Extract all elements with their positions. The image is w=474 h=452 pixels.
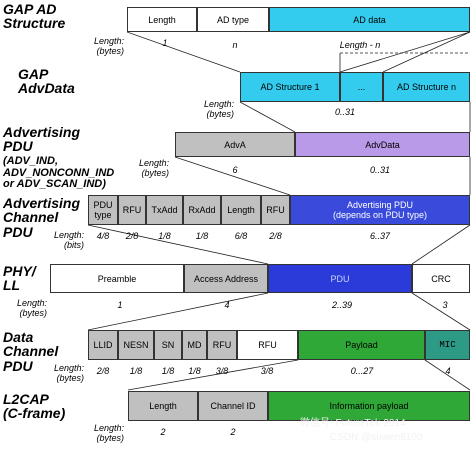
value-advdata: 0..31 bbox=[334, 107, 356, 117]
value-access-address: 4 bbox=[224, 300, 230, 310]
value-crc: 3 bbox=[442, 300, 448, 310]
field-rfu-2: RFU bbox=[261, 195, 290, 225]
field-information-payload: Information payload bbox=[268, 391, 470, 421]
value-ad-data: Length - n bbox=[339, 40, 381, 50]
field-sn: SN bbox=[154, 330, 182, 360]
value-preamble: 1 bbox=[117, 300, 123, 310]
value-pdu-type: 4/8 bbox=[96, 231, 110, 241]
connector-line bbox=[424, 359, 471, 391]
length-label: Length: (bytes) bbox=[53, 363, 84, 383]
length-label: Length: (bytes) bbox=[203, 99, 234, 119]
value-sn: 1/8 bbox=[161, 366, 175, 376]
length-label: Length: (bytes) bbox=[16, 298, 47, 318]
value-nesn: 1/8 bbox=[129, 366, 143, 376]
field-pdu: PDU bbox=[268, 264, 412, 293]
value-channel-id: 2 bbox=[230, 427, 236, 437]
connector-line bbox=[239, 101, 296, 133]
field-ellipsis: ... bbox=[340, 72, 383, 102]
value-rfu: 2/8 bbox=[125, 231, 139, 241]
connector-line bbox=[174, 156, 291, 196]
value-rxadd: 1/8 bbox=[195, 231, 209, 241]
value-length: 1 bbox=[162, 38, 168, 48]
field-md: MD bbox=[182, 330, 207, 360]
field-ad-structure-n: AD Structure n bbox=[383, 72, 470, 102]
length-label: Length: (bytes) bbox=[93, 36, 124, 56]
field-access-address: Access Address bbox=[184, 264, 268, 293]
connector-line bbox=[411, 224, 471, 265]
connector-line bbox=[382, 31, 471, 73]
field-length: Length bbox=[127, 7, 197, 32]
watermark-wechat: 微信号: FutureTek-2014 bbox=[300, 418, 406, 429]
field-pdu-type: PDU type bbox=[88, 195, 118, 225]
value-rfu-2: 3/8 bbox=[260, 366, 274, 376]
value-payload: 0...27 bbox=[350, 366, 374, 376]
field-rfu: RFU bbox=[207, 330, 237, 360]
section-title-gap-ad-structure: GAP AD Structure bbox=[3, 1, 66, 32]
length-label: Length: (bytes) bbox=[93, 423, 124, 443]
connector-line bbox=[411, 292, 471, 331]
value-mic: 4 bbox=[445, 366, 451, 376]
field-rxadd: RxAdd bbox=[183, 195, 221, 225]
value-ad-type: n bbox=[232, 40, 238, 50]
connector-line bbox=[339, 31, 471, 73]
field-advdata: AdvData bbox=[295, 132, 470, 157]
field-mic: MIC bbox=[425, 330, 470, 360]
field-payload: Payload bbox=[298, 330, 425, 360]
field-preamble: Preamble bbox=[50, 264, 184, 293]
value-llid: 2/8 bbox=[96, 366, 110, 376]
field-rfu-2: RFU bbox=[237, 330, 298, 360]
field-ad-type: AD type bbox=[197, 7, 269, 32]
field-adva: AdvA bbox=[175, 132, 295, 157]
value-rfu-2: 2/8 bbox=[269, 231, 282, 241]
section-title-gap-advdata: GAP AdvData bbox=[18, 66, 75, 97]
section-subtitle-advertising-pdu: (ADV_IND, ADV_NONCONN_IND or ADV_SCAN_IN… bbox=[3, 155, 115, 191]
field-ad-data: AD data bbox=[269, 7, 470, 32]
field-length: Length bbox=[128, 391, 198, 421]
field-rfu: RFU bbox=[118, 195, 146, 225]
value-pdu: 2..39 bbox=[331, 300, 353, 310]
value-length: 6/8 bbox=[234, 231, 248, 241]
section-title-phy-ll: PHY/ LL bbox=[3, 263, 36, 294]
connector-line bbox=[87, 292, 269, 331]
watermark-csdn: CSDN @suwen8100 bbox=[330, 432, 423, 443]
value-adva: 6 bbox=[232, 165, 238, 175]
field-length: Length bbox=[221, 195, 261, 225]
connector-line bbox=[87, 224, 269, 265]
value-advdata: 0..31 bbox=[369, 165, 391, 175]
connector-line bbox=[126, 31, 241, 73]
field-ad-structure-1: AD Structure 1 bbox=[240, 72, 340, 102]
field-crc: CRC bbox=[412, 264, 470, 293]
value-md: 1/8 bbox=[188, 366, 201, 376]
field-nesn: NESN bbox=[118, 330, 154, 360]
value-advertising-pdu: 6..37 bbox=[369, 231, 391, 241]
section-title-advertising-channel-pdu: Advertising Channel PDU bbox=[3, 195, 81, 240]
value-txadd: 1/8 bbox=[158, 231, 171, 241]
section-title-advertising-pdu: Advertising PDU bbox=[3, 124, 81, 155]
value-rfu: 3/8 bbox=[215, 366, 229, 376]
length-label: Length: (bytes) bbox=[138, 158, 169, 178]
field-channel-id: Channel ID bbox=[198, 391, 268, 421]
field-llid: LLID bbox=[88, 330, 118, 360]
section-title-data-channel-pdu: Data Channel PDU bbox=[3, 329, 59, 374]
field-txadd: TxAdd bbox=[146, 195, 183, 225]
value-length: 2 bbox=[160, 427, 166, 437]
section-title-l2cap: L2CAP (C-frame) bbox=[3, 391, 66, 422]
length-label: Length: (bits) bbox=[53, 230, 84, 250]
field-advertising-pdu: Advertising PDU (depends on PDU type) bbox=[290, 195, 470, 225]
connector-line bbox=[127, 359, 299, 391]
